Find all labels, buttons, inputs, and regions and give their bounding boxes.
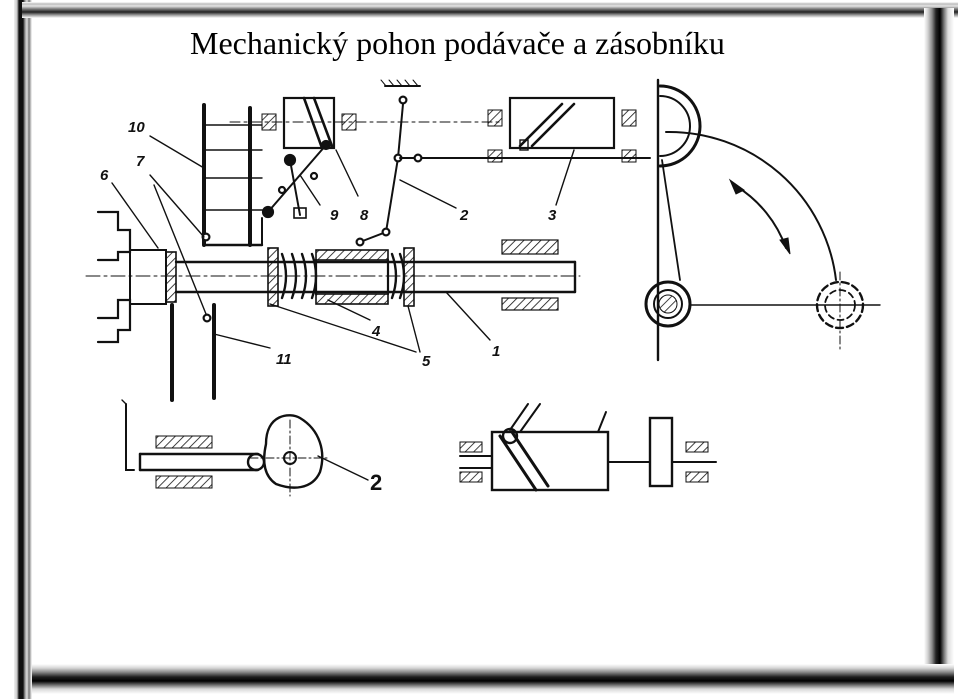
detail-wedge — [459, 403, 717, 492]
label-7: 7 — [136, 153, 145, 170]
part-labels: 10 7 6 9 8 2 3 4 5 1 11 2 — [100, 119, 557, 495]
lever-linkage — [261, 139, 332, 246]
feed-shaft — [85, 239, 581, 311]
spring-sleeve — [267, 247, 415, 307]
label-detail-2: 2 — [370, 470, 382, 495]
label-11: 11 — [276, 351, 292, 368]
label-8: 8 — [360, 207, 369, 224]
collet-chuck — [96, 210, 177, 344]
upper-wedge-block — [229, 96, 501, 150]
label-5: 5 — [422, 353, 431, 370]
leader-lines — [111, 135, 575, 353]
feed-rod — [355, 79, 651, 247]
label-4: 4 — [371, 323, 381, 340]
frame-right-border — [924, 8, 954, 694]
label-2: 2 — [459, 207, 469, 224]
rotary-magazine — [644, 78, 881, 362]
label-6: 6 — [100, 167, 109, 184]
label-3: 3 — [548, 207, 557, 224]
frame-bottom-border — [32, 664, 954, 694]
label-9: 9 — [330, 207, 339, 224]
frame-left-border — [14, 0, 32, 699]
magazine-plates — [170, 103, 264, 402]
label-1: 1 — [492, 343, 500, 360]
slide-title: Mechanický pohon podávače a zásobníku — [190, 25, 725, 61]
right-wedge-block — [487, 96, 637, 163]
frame-top-border — [22, 2, 958, 18]
detail-cam — [121, 399, 369, 497]
label-10: 10 — [128, 119, 145, 136]
